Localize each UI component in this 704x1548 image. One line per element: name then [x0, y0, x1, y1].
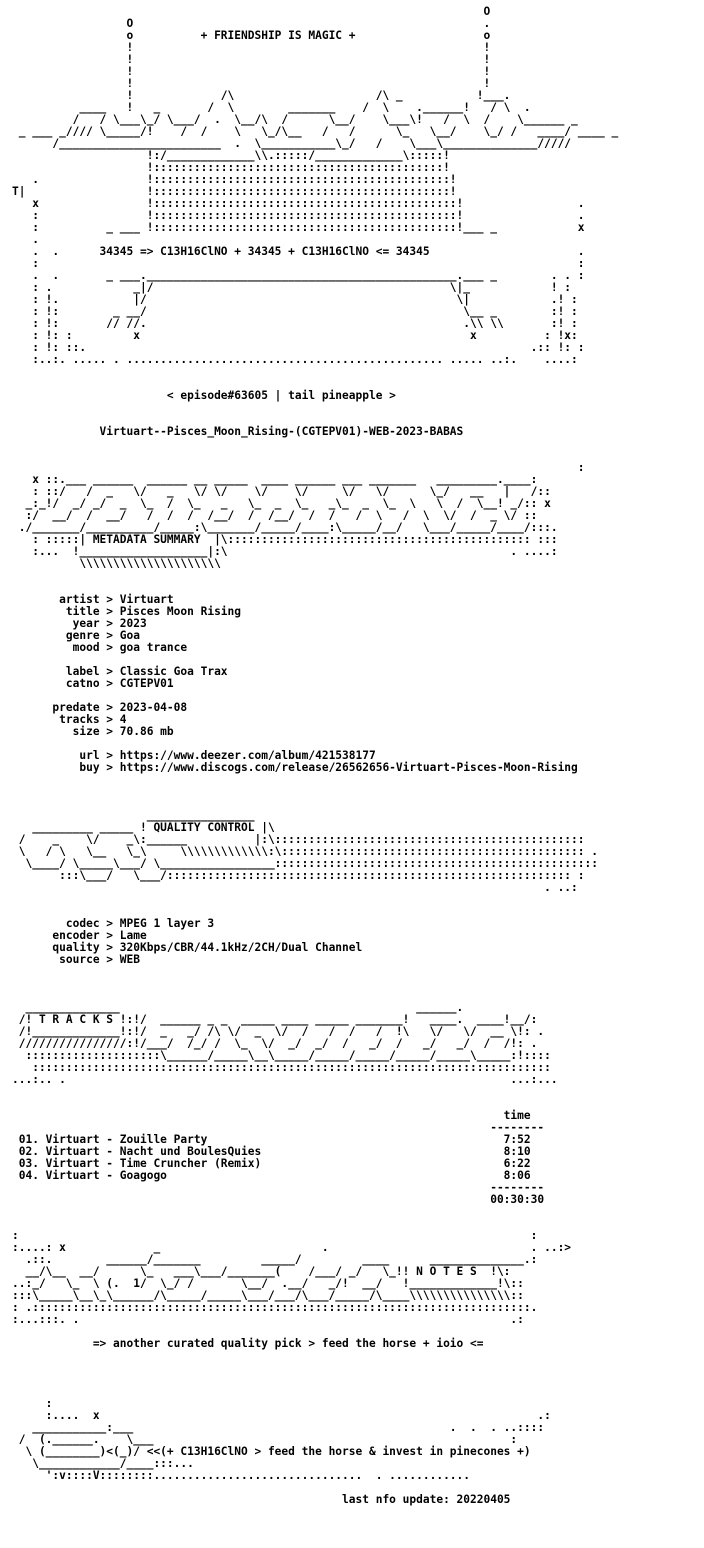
- nfo-text-block: O O . o + FRIENDSHIP IS MAGIC + o !: [12, 5, 619, 1506]
